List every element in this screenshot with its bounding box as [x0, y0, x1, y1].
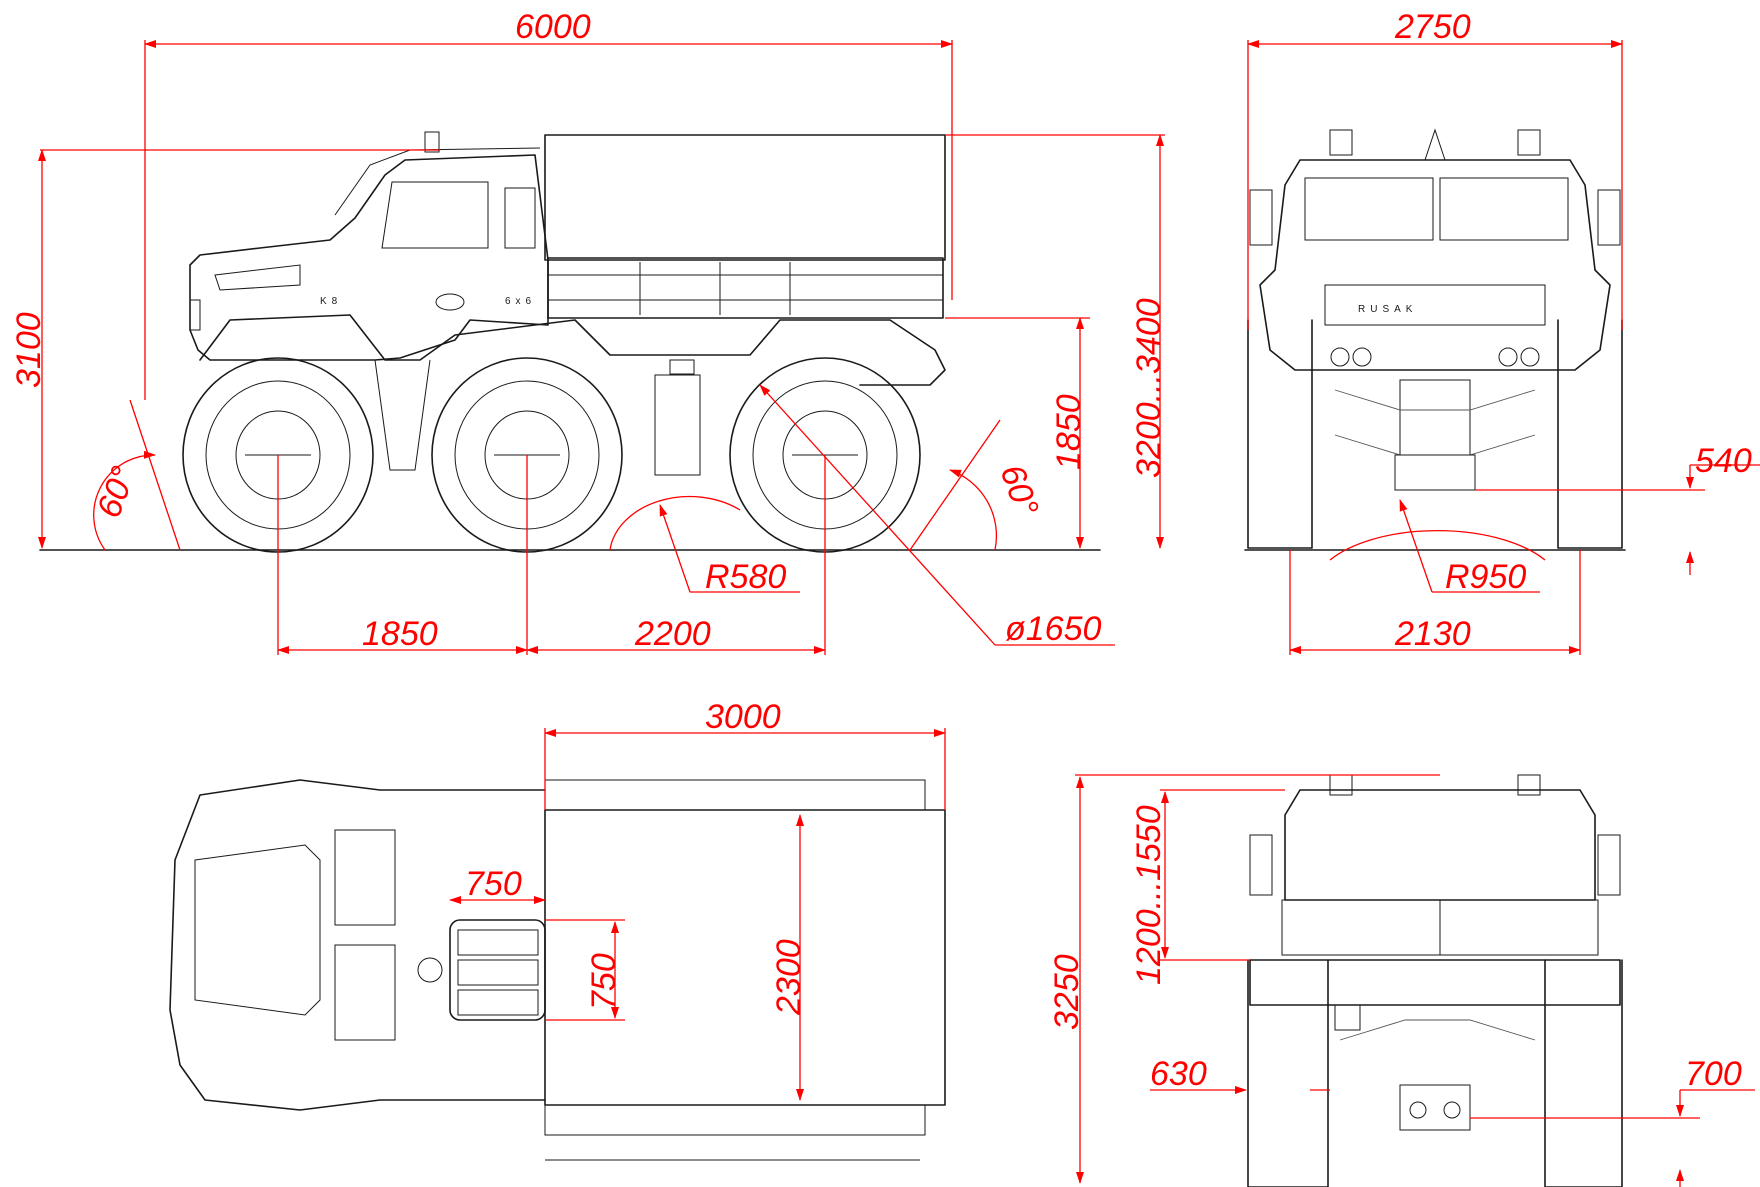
side-roof-rail	[334, 147, 541, 216]
rear-right-tire	[1544, 959, 1623, 1187]
side-hood-vent	[214, 264, 301, 291]
dim-overall-length: 6000	[515, 8, 591, 46]
front-grille-brand: RUSAK	[1358, 304, 1417, 315]
side-cab-body	[189, 154, 549, 361]
side-canvas-cover	[544, 134, 946, 261]
rear-mirror-right	[1597, 834, 1621, 896]
top-roof-hatch	[417, 957, 443, 983]
front-headlight-left-1	[1330, 347, 1350, 367]
dim-step-range: 1200...1550	[1130, 805, 1168, 985]
dim-approach-angle: 60°	[90, 461, 143, 522]
front-headlight-right-1	[1498, 347, 1518, 367]
side-ladder-mid	[654, 374, 701, 476]
top-hatch-panel-2	[457, 959, 539, 986]
top-cab-outline	[169, 779, 546, 1111]
top-windshield-left	[334, 829, 396, 926]
dim-deck-height: 1850	[1050, 394, 1088, 470]
dim-hatch-width: 750	[585, 953, 623, 1010]
front-cab	[1259, 159, 1611, 371]
front-windshield-left	[1304, 177, 1434, 241]
rear-roof-light-right	[1517, 774, 1541, 796]
rear-canvas	[1284, 789, 1596, 901]
dim-wheelbase-front: 1850	[362, 615, 438, 653]
dim-hitch-height: 700	[1685, 1055, 1742, 1093]
top-cargo-rail-bottom	[544, 1104, 926, 1136]
rear-dimensions: 3250 1200...1550 630 700	[1048, 774, 1755, 1187]
side-dimensions: 6000 3100 60° 60° 1850 2200 R580 ø1650	[10, 8, 1168, 655]
dim-turn-radius: R950	[1445, 558, 1526, 596]
side-view: K8 6x6	[39, 131, 1101, 553]
side-headlight	[190, 299, 201, 331]
rear-hitch-light-right	[1443, 1101, 1461, 1119]
top-cargo-rail-top	[544, 779, 926, 811]
rear-view	[1247, 774, 1623, 1187]
dim-cargo-width: 2300	[770, 939, 808, 1016]
front-winch	[1399, 379, 1471, 456]
dim-side-height: 3100	[10, 312, 48, 388]
front-right-tire	[1557, 319, 1623, 549]
dim-side-offset: 630	[1150, 1055, 1207, 1093]
dim-ramp-radius: R580	[705, 558, 786, 596]
front-grille	[1324, 284, 1546, 326]
front-headlight-right-2	[1520, 347, 1540, 367]
rear-left-tire	[1247, 959, 1329, 1187]
front-antenna	[1424, 128, 1446, 161]
side-hull	[199, 314, 946, 386]
side-ladder-front	[374, 359, 431, 471]
dim-hatch-length: 750	[465, 865, 522, 903]
side-cab-window	[381, 181, 489, 249]
dim-wheelbase-rear: 2200	[634, 615, 711, 653]
rear-hitch-light-left	[1409, 1101, 1427, 1119]
rear-box	[1334, 1004, 1361, 1031]
side-cab-rear-window	[504, 187, 536, 249]
front-view: RUSAK	[1244, 128, 1626, 551]
front-mirror-left	[1249, 189, 1273, 246]
side-cargo-sideboard	[547, 257, 944, 319]
rear-axle-arm	[1339, 1019, 1536, 1041]
front-dimensions: 2750 2130 R950 540	[1247, 8, 1760, 655]
dim-departure-angle: 60°	[992, 460, 1045, 521]
top-hatch-panel-1	[457, 929, 539, 956]
front-axle-arm-lower	[1334, 434, 1536, 456]
dim-rear-height: 3250	[1048, 954, 1086, 1030]
side-drive-badge: 6x6	[505, 296, 536, 307]
dim-track: 2130	[1394, 615, 1471, 653]
side-step-box	[669, 359, 695, 375]
rear-hitch	[1399, 1084, 1471, 1131]
top-view	[169, 779, 946, 1161]
top-hatch-panel-3	[457, 989, 539, 1016]
dim-overall-width: 2750	[1394, 8, 1471, 46]
dim-height-range: 3200...3400	[1130, 298, 1168, 478]
front-roof-light-right	[1517, 129, 1541, 156]
front-axle-arm	[1334, 389, 1536, 411]
side-roof-light	[424, 131, 440, 153]
front-windshield-right	[1439, 177, 1569, 241]
rear-bumper	[1249, 959, 1621, 1006]
side-logo-emblem	[435, 293, 465, 311]
dim-cargo-length: 3000	[705, 698, 781, 736]
dim-wheel-diameter: ø1650	[1005, 610, 1101, 648]
front-left-tire	[1247, 319, 1313, 549]
rear-roof-light-left	[1329, 774, 1353, 796]
front-roof-light-left	[1329, 129, 1353, 156]
side-body-badge: K8	[320, 296, 342, 307]
top-dimensions: 3000 2300 750 750	[449, 698, 946, 1101]
top-windshield-right	[334, 944, 396, 1041]
front-mirror-right	[1597, 189, 1621, 246]
front-differential	[1394, 454, 1476, 491]
front-headlight-left-2	[1352, 347, 1372, 367]
dim-ground-clearance: 540	[1695, 442, 1752, 480]
top-hood	[194, 844, 321, 1016]
rear-mirror-left	[1249, 834, 1273, 896]
top-hatch	[449, 919, 546, 1021]
